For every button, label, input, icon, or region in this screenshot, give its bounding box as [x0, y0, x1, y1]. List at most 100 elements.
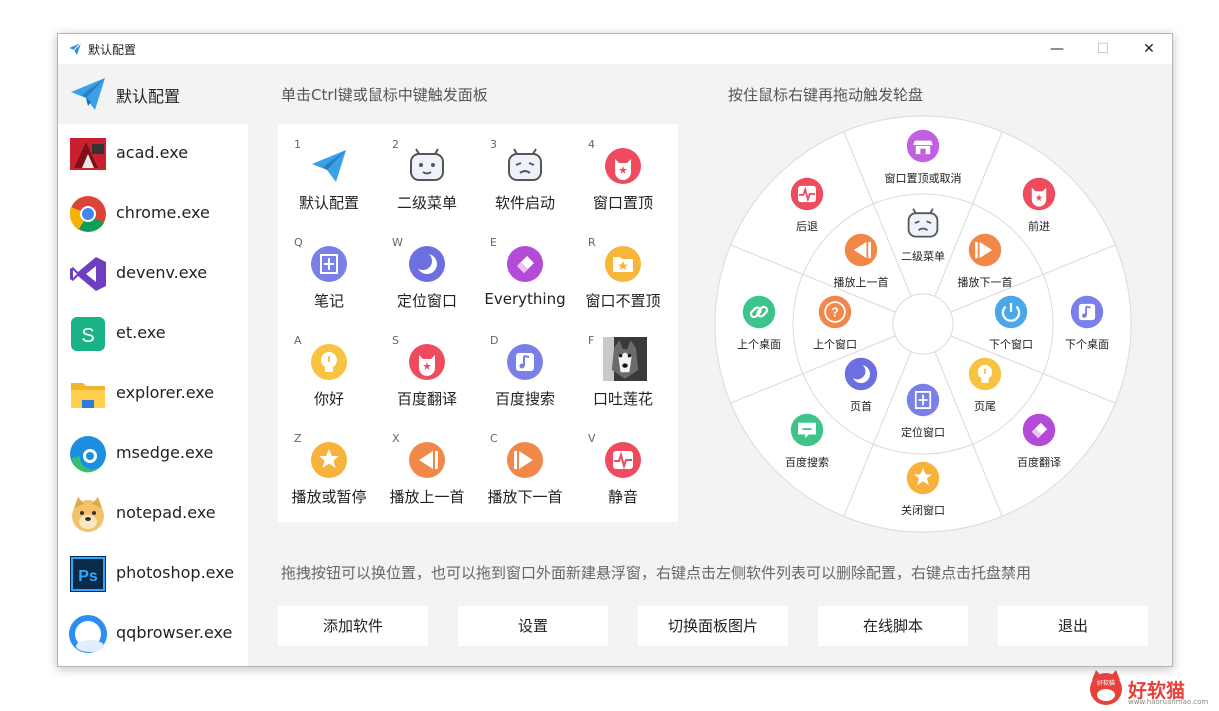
wheel-label: 页尾: [974, 400, 996, 413]
cell-label: 静音: [607, 488, 638, 506]
panel-cell[interactable]: Q 笔记: [280, 224, 378, 322]
panel-cell[interactable]: Z 播放或暂停: [280, 420, 378, 518]
panel-cell[interactable]: R 窗口不置顶: [574, 224, 672, 322]
panel-cell[interactable]: 4 窗口置顶: [574, 126, 672, 224]
hotkey-label: X: [392, 432, 400, 445]
exit-button[interactable]: 退出: [998, 606, 1148, 646]
next-icon: [507, 442, 543, 478]
hotkey-label: 3: [490, 138, 497, 151]
sidebar-item-msedge[interactable]: msedge.exe: [58, 424, 248, 484]
star-hand-icon[interactable]: [905, 460, 941, 496]
bilibili-face-icon[interactable]: [905, 206, 941, 242]
panel-cell[interactable]: F 口吐莲花: [574, 322, 672, 420]
cell-label: 播放或暂停: [291, 488, 367, 506]
cell-label: 软件启动: [494, 194, 555, 212]
minimize-button[interactable]: —: [1050, 41, 1064, 57]
watermark-logo-icon: 好软猫: [1090, 670, 1122, 705]
svg-text:Ps: Ps: [78, 568, 98, 585]
qqbrowser-icon: [69, 615, 107, 653]
sidebar-item-label: photoshop.exe: [116, 563, 235, 582]
photoshop-icon: Ps: [70, 556, 106, 592]
panel-cell[interactable]: 1 默认配置: [280, 126, 378, 224]
wheel-label: 关闭窗口: [901, 504, 945, 517]
wheel-label: 下个桌面: [1065, 338, 1109, 351]
sidebar-item-qqbrowser[interactable]: qqbrowser.exe: [58, 604, 248, 664]
folder-icon: [71, 383, 105, 408]
hotkey-label: Z: [294, 432, 302, 445]
question-icon[interactable]: ?: [817, 294, 853, 330]
paper-plane-icon: [312, 150, 346, 182]
sidebar-item-acad[interactable]: acad.exe: [58, 124, 248, 184]
next-icon[interactable]: [967, 232, 1003, 268]
shop-icon[interactable]: [905, 128, 941, 164]
sidebar-item-et[interactable]: S et.exe: [58, 304, 248, 364]
pig-icon[interactable]: [1021, 176, 1057, 212]
sidebar-item-label: notepad.exe: [116, 503, 216, 522]
chat-icon[interactable]: [789, 412, 825, 448]
sidebar-item-chrome[interactable]: chrome.exe: [58, 184, 248, 244]
settings-button[interactable]: 设置: [458, 606, 608, 646]
wheel-label: 定位窗口: [901, 426, 945, 439]
panel-cell[interactable]: S 百度翻译: [378, 322, 476, 420]
window-title: 默认配置: [88, 43, 137, 57]
app-window: 默认配置 — ☐ ✕ 默认配置 acad.exe chrome.exe deve…: [57, 33, 1173, 667]
bulb-icon: [311, 344, 347, 380]
sidebar-item-label: qqbrowser.exe: [116, 623, 233, 642]
panel-cell[interactable]: C 播放下一首: [476, 420, 574, 518]
panel-cell[interactable]: A 你好: [280, 322, 378, 420]
music-icon[interactable]: [1069, 294, 1105, 330]
sidebar-item-photoshop[interactable]: Ps photoshop.exe: [58, 544, 248, 604]
panel-cell[interactable]: W 定位窗口: [378, 224, 476, 322]
pulse-icon[interactable]: [789, 176, 825, 212]
maximize-button[interactable]: ☐: [1096, 41, 1110, 57]
hotkey-label: 2: [392, 138, 399, 151]
bilibili-face-icon: [410, 148, 444, 181]
close-button[interactable]: ✕: [1143, 41, 1155, 57]
prev-icon: [409, 442, 445, 478]
link-icon[interactable]: [741, 294, 777, 330]
sidebar-item-notepad[interactable]: notepad.exe: [58, 484, 248, 544]
cell-label: 窗口置顶: [592, 194, 653, 212]
sidebar-item-explorer[interactable]: explorer.exe: [58, 364, 248, 424]
panel-cell[interactable]: X 播放上一首: [378, 420, 476, 518]
gesture-wheel: 窗口置顶或取消 前进 下个桌面 百度翻译 关闭窗口 百度搜索 上个桌面 后退 二…: [713, 114, 1133, 534]
panel-cell[interactable]: 3 软件启动: [476, 126, 574, 224]
prev-icon[interactable]: [843, 232, 879, 268]
panel-cell[interactable]: V 静音: [574, 420, 672, 518]
bulb-icon[interactable]: [967, 356, 1003, 392]
pulse-icon: [605, 442, 641, 478]
cell-label: 百度搜索: [494, 390, 555, 408]
hotkey-label: F: [588, 334, 595, 347]
folder-star-icon: [605, 246, 641, 282]
hotkey-label: A: [294, 334, 302, 347]
title-bar[interactable]: 默认配置 — ☐ ✕: [58, 34, 1172, 64]
online-script-button[interactable]: 在线脚本: [818, 606, 968, 646]
doge-icon: [72, 497, 104, 532]
wheel-label: 播放上一首: [833, 276, 889, 289]
sidebar-item-label: 默认配置: [116, 87, 181, 106]
hotkey-label: D: [490, 334, 499, 347]
add-software-button[interactable]: 添加软件: [278, 606, 428, 646]
sidebar-item-label: devenv.exe: [116, 263, 208, 282]
panel-cell[interactable]: E Everything: [476, 224, 574, 322]
note-icon[interactable]: [905, 382, 941, 418]
eraser-icon[interactable]: [1021, 412, 1057, 448]
sidebar-item-devenv[interactable]: devenv.exe: [58, 244, 248, 304]
cell-label: 百度翻译: [396, 390, 457, 408]
sidebar-item-label: et.exe: [116, 323, 166, 342]
panel-cell[interactable]: 2 二级菜单: [378, 126, 476, 224]
dog-photo-icon: [603, 337, 647, 381]
hotkey-label: C: [490, 432, 498, 445]
paper-plane-icon: [69, 42, 82, 55]
moon-icon[interactable]: [843, 356, 879, 392]
switch-panel-image-button[interactable]: 切换面板图片: [638, 606, 788, 646]
svg-text:?: ?: [831, 306, 839, 320]
wheel-label: 后退: [796, 220, 818, 233]
cell-label: Everything: [484, 290, 566, 308]
panel-cell[interactable]: D 百度搜索: [476, 322, 574, 420]
power-icon[interactable]: [993, 294, 1029, 330]
watermark-url: www.haoruanmao.com: [1128, 698, 1209, 706]
wheel-label: 百度搜索: [785, 456, 829, 469]
sidebar-item-default[interactable]: 默认配置: [58, 64, 248, 124]
wheel-label: 页首: [850, 400, 872, 413]
